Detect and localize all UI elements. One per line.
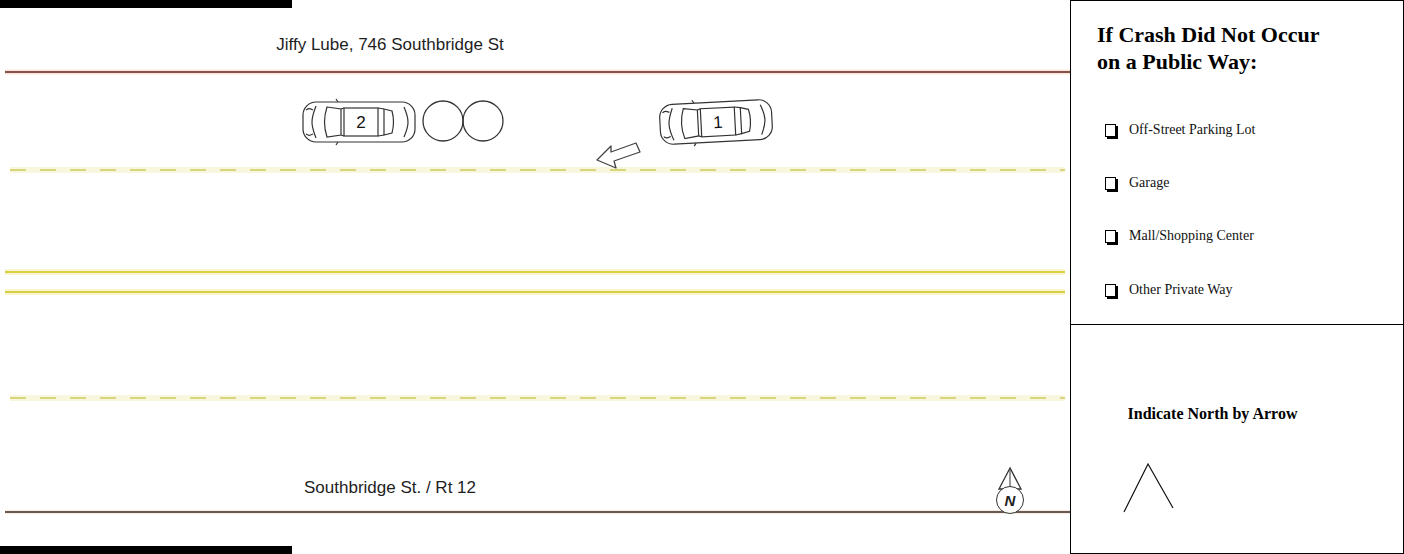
lane-line [10, 169, 1065, 171]
header-bar [0, 0, 292, 8]
form-panel: If Crash Did Not Occur on a Public Way: O… [1071, 1, 1403, 324]
road-edge-glow [5, 70, 1070, 75]
panel-border [1070, 0, 1071, 554]
checkbox [1105, 284, 1116, 297]
vehicle-number: 1 [713, 113, 723, 130]
street-label: Jiffy Lube, 746 Southbridge St [276, 35, 503, 55]
center-line-glow [5, 269, 1065, 275]
panel-heading: If Crash Did Not Occur on a Public Way: [1097, 21, 1347, 75]
option-text: Other Private Way [1129, 282, 1233, 298]
option-row: Off-Street Parking Lot [1105, 120, 1256, 140]
lane-line [10, 397, 1065, 399]
vehicle-number-holder: 1 [700, 107, 735, 137]
panel-border [1070, 324, 1404, 325]
checkbox [1105, 230, 1116, 243]
lane-line-glow [10, 395, 1065, 401]
center-line [5, 271, 1065, 273]
option-text: Mall/Shopping Center [1129, 228, 1254, 244]
option-row: Other Private Way [1105, 280, 1233, 300]
panel-heading-holder: Indicate North by Arrow [1071, 403, 1354, 425]
road-edge [5, 71, 1070, 73]
north-compass: N [996, 486, 1024, 514]
option-text: Garage [1129, 175, 1169, 191]
north-arrow [1124, 464, 1173, 512]
option-row: Garage [1105, 173, 1169, 193]
center-line-glow [5, 289, 1065, 295]
road-edge [5, 511, 1070, 513]
form-panel: Indicate North by Arrow [1071, 325, 1403, 553]
panel-border [1403, 0, 1404, 554]
panel-border [1070, 553, 1404, 554]
street-label: Southbridge St. / Rt 12 [304, 478, 476, 498]
panel-border [1070, 0, 1404, 1]
panel-heading: Indicate North by Arrow [1128, 403, 1298, 425]
checkbox [1105, 124, 1116, 137]
center-line [5, 291, 1065, 293]
impact-circle [463, 101, 503, 141]
compass-letter: N [1005, 493, 1016, 508]
vehicle-number-holder: 2 [344, 108, 378, 136]
vehicle: 1 [656, 95, 776, 149]
direction-arrow [597, 143, 640, 168]
road-edge-glow [5, 510, 1070, 514]
panel-heading-holder: If Crash Did Not Occur on a Public Way: [1097, 21, 1347, 75]
option-row: Mall/Shopping Center [1105, 226, 1254, 246]
footer-bar [0, 546, 292, 554]
option-text: Off-Street Parking Lot [1129, 122, 1256, 138]
vehicle-number: 2 [356, 114, 365, 131]
impact-circle [423, 101, 463, 141]
lane-line-glow [10, 167, 1065, 173]
checkbox [1105, 177, 1116, 190]
vehicle: 2 [300, 98, 418, 146]
